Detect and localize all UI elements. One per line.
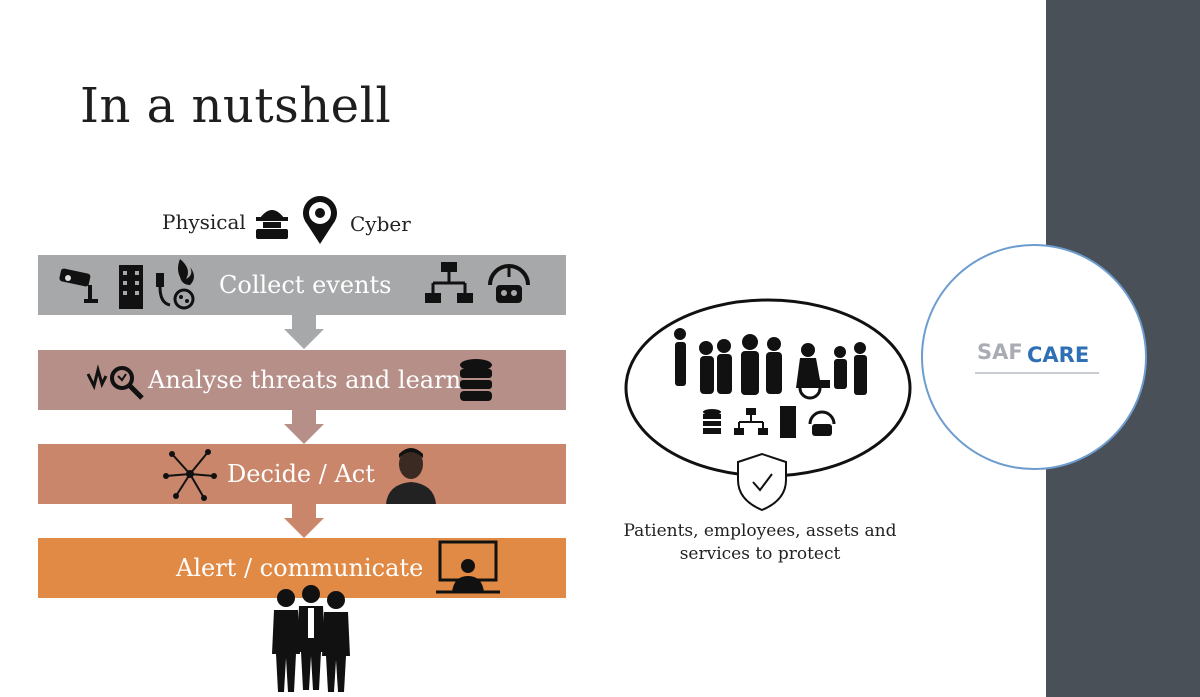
cyber-label: Cyber <box>350 212 411 236</box>
step-label: Analyse threats and learn <box>148 366 462 394</box>
monitor-person-icon <box>436 540 500 594</box>
safecare-logo: SAF CARE <box>921 244 1147 470</box>
hacker-icon <box>256 210 288 239</box>
logo-text-care: CARE <box>1027 343 1090 367</box>
network-nodes-icon <box>163 449 217 501</box>
people-silhouettes <box>674 328 867 400</box>
step-label: Decide / Act <box>227 460 375 488</box>
protect-caption: Patients, employees, assets and services… <box>600 520 920 566</box>
flow-arrow-1 <box>284 315 324 349</box>
logo-tagline-mark <box>975 372 1099 374</box>
robot-icon <box>488 264 530 303</box>
network-icon <box>425 262 473 303</box>
flow-arrow-2 <box>284 410 324 444</box>
flow-arrow-3 <box>284 504 324 538</box>
logo-text-saf: SAF <box>977 340 1023 364</box>
assets-icons <box>703 406 836 438</box>
protect-caption-line2: services to protect <box>679 544 841 564</box>
search-signal-icon <box>86 364 144 400</box>
step-decide-act: Decide / Act <box>38 444 566 504</box>
protect-caption-line1: Patients, employees, assets and <box>623 521 897 541</box>
power-fire-icon <box>156 259 195 310</box>
cctv-camera-icon <box>59 268 98 303</box>
protection-bubble <box>624 298 912 512</box>
cyber-pin-icon <box>303 196 337 244</box>
physical-label: Physical <box>162 210 246 234</box>
step-label: Collect events <box>219 271 392 299</box>
medical-staff-icon <box>272 585 350 692</box>
building-icon <box>119 265 143 309</box>
operator-person-icon <box>386 448 436 504</box>
step-alert-communicate: Alert / communicate <box>38 538 566 598</box>
slide-title: In a nutshell <box>80 78 392 134</box>
step-label: Alert / communicate <box>176 554 424 582</box>
database-icon <box>460 359 492 401</box>
step-analyse-threats: Analyse threats and learn <box>38 350 566 410</box>
shield-check-icon <box>737 452 787 512</box>
step-collect-events: Collect events <box>38 255 566 315</box>
